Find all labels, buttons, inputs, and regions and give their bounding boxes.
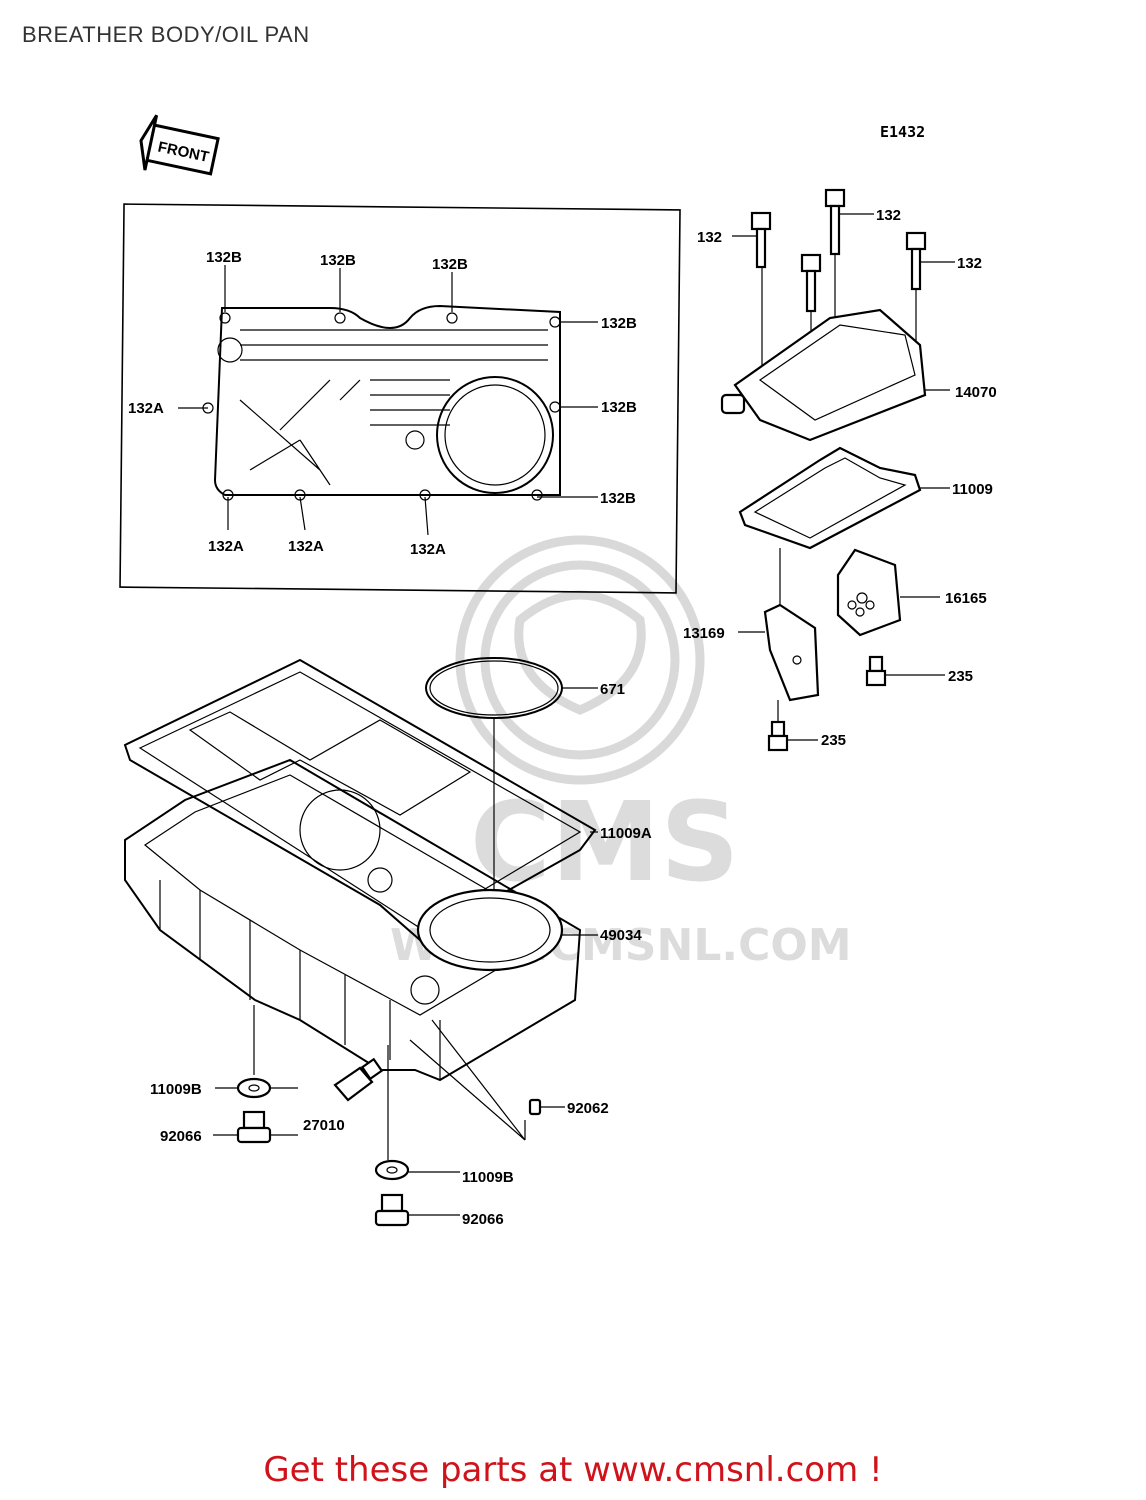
label-235-b: 235 [821,732,846,749]
detail-inset-frame [119,203,681,594]
diagram-code: E1432 [880,123,925,141]
washer-11009b-lower [374,1159,460,1181]
label-132b-4: 132B [601,315,637,332]
label-132-right: 132 [957,255,982,272]
label-132b-5: 132B [601,399,637,416]
label-132a-4: 132A [410,541,446,558]
crankcase-bottom-outline [202,304,561,501]
label-14070: 14070 [955,384,997,401]
label-16165: 16165 [945,590,987,607]
gasket-11009 [738,446,950,605]
label-132-top: 132 [876,207,901,224]
washer-11009b-left [215,1077,272,1099]
watermark-logo-text: CMS [470,778,739,906]
drain-plug-92066-left [213,1110,272,1144]
breather-body-14070 [720,308,950,442]
label-132b-6: 132B [600,490,636,507]
bracket-13169 [738,603,820,722]
screw-235-b [767,720,818,752]
plug-92062 [528,1098,542,1116]
label-132a-2: 132A [208,538,244,555]
lower-leader-lines [253,1005,565,1160]
page-title: BREATHER BODY/OIL PAN [22,22,310,47]
bolt-132-right [905,231,955,350]
label-13169: 13169 [683,625,725,642]
label-92062: 92062 [567,1100,609,1117]
front-arrow: FRONT [139,114,220,176]
label-27010: 27010 [303,1117,345,1134]
label-92066-left: 92066 [160,1128,202,1145]
label-11009a: 11009A [600,825,652,842]
oil-pan [124,758,598,1082]
o-ring-671 [425,657,598,895]
label-11009b-lower: 11009B [462,1169,514,1186]
label-132a-1: 132A [128,400,164,417]
drain-plug-92066-lower [374,1193,460,1227]
footer-link-text[interactable]: Get these parts at www.cmsnl.com ! [263,1450,883,1490]
label-92066-lower: 92066 [462,1211,504,1228]
label-235-a: 235 [948,668,973,685]
inset-leader-lines [178,265,598,536]
label-49034: 49034 [600,927,642,944]
reed-valve-16165 [836,548,940,637]
oil-pressure-switch-27010 [333,1057,384,1102]
label-11009: 11009 [952,481,993,498]
part-labels: 132 132 132 132B 132B 132B 132B 132B 132… [128,207,997,1228]
label-132a-3: 132A [288,538,324,555]
bolt-132-top [824,188,874,322]
label-11009b-left: 11009B [150,1081,202,1098]
label-671: 671 [600,681,625,698]
label-132b-3: 132B [432,256,468,273]
label-132b-1: 132B [206,249,242,266]
bolt-132-left [732,211,772,402]
label-132b-2: 132B [320,252,356,269]
screw-235-a [865,655,945,687]
label-132-left: 132 [697,229,722,246]
